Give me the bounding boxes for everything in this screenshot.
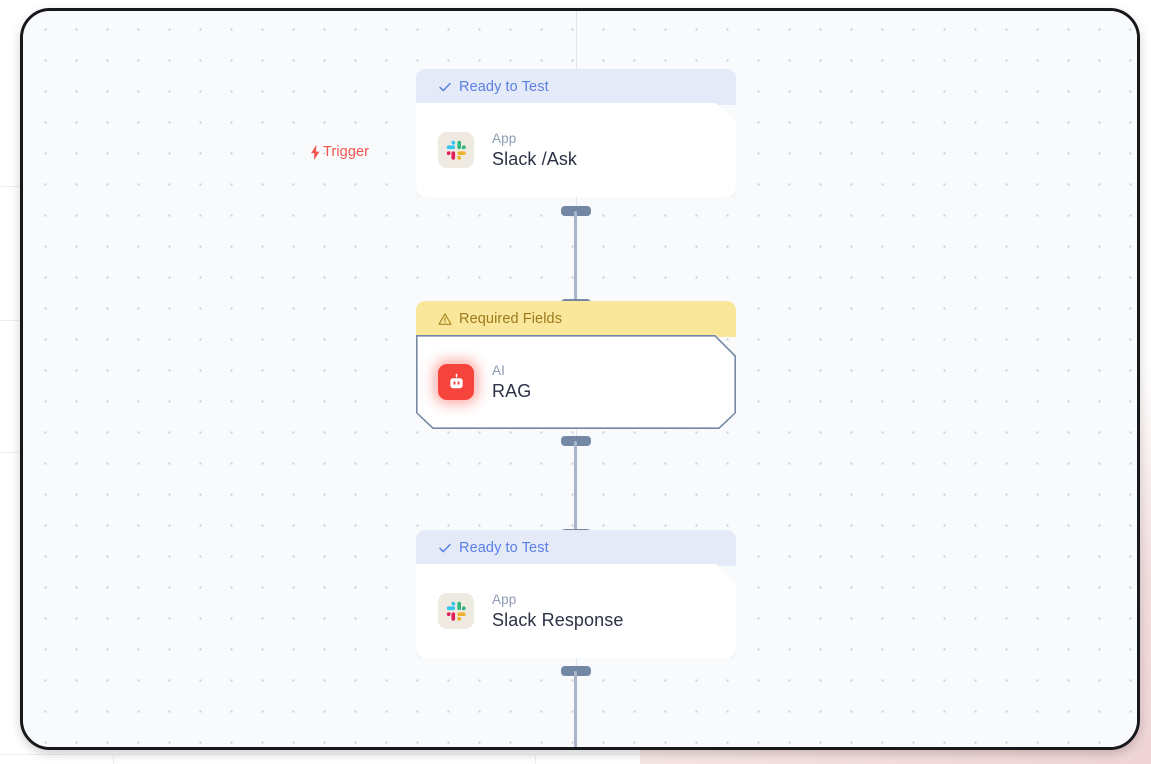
node-status-label: Required Fields bbox=[459, 311, 563, 327]
backdrop-rule bbox=[0, 754, 1151, 755]
check-icon bbox=[438, 80, 452, 94]
backdrop-rule bbox=[0, 452, 22, 453]
node-status-label: Ready to Test bbox=[459, 79, 549, 95]
node-text: AI RAG bbox=[492, 363, 531, 402]
node-text: App Slack Response bbox=[492, 592, 623, 631]
node-title-label: RAG bbox=[492, 380, 532, 401]
edge-slack-ask-to-rag[interactable] bbox=[574, 211, 577, 305]
workflow-node-slack-ask[interactable]: Ready to Test App Slack /Ask bbox=[416, 69, 736, 197]
check-icon bbox=[438, 541, 452, 555]
node-title-label: Slack /Ask bbox=[492, 148, 578, 169]
workflow-node-slack-response[interactable]: Ready to Test App Slack Response bbox=[416, 530, 736, 658]
workflow-canvas-frame: Trigger Ready to Test bbox=[20, 8, 1140, 750]
node-card[interactable]: App Slack /Ask bbox=[416, 103, 736, 197]
edge-rag-to-slack-response[interactable] bbox=[574, 441, 577, 535]
lightning-bolt-icon bbox=[310, 144, 321, 160]
slack-icon bbox=[438, 593, 474, 629]
backdrop-vrule bbox=[535, 754, 536, 764]
backdrop-vrule bbox=[113, 754, 114, 764]
node-kind-label: App bbox=[492, 591, 517, 607]
node-title-label: Slack Response bbox=[492, 609, 624, 630]
trigger-label-text: Trigger bbox=[323, 144, 370, 160]
node-status-badge: Ready to Test bbox=[416, 69, 736, 105]
slack-icon bbox=[438, 132, 474, 168]
node-status-badge: Ready to Test bbox=[416, 530, 736, 566]
node-text: App Slack /Ask bbox=[492, 131, 577, 170]
robot-icon bbox=[438, 364, 474, 400]
backdrop-rule bbox=[0, 320, 22, 321]
warning-triangle-icon bbox=[438, 312, 452, 326]
node-kind-label: App bbox=[492, 130, 517, 146]
node-status-label: Ready to Test bbox=[459, 540, 549, 556]
node-card[interactable]: AI RAG bbox=[416, 335, 736, 429]
workflow-canvas[interactable]: Trigger Ready to Test bbox=[23, 11, 1137, 747]
edge-slack-response-out[interactable] bbox=[574, 671, 577, 747]
trigger-label: Trigger bbox=[310, 144, 369, 160]
workflow-node-rag[interactable]: Required Fields AI RAG bbox=[416, 301, 736, 429]
node-kind-label: AI bbox=[492, 362, 506, 378]
node-card[interactable]: App Slack Response bbox=[416, 564, 736, 658]
backdrop-rule bbox=[0, 186, 22, 187]
node-status-badge: Required Fields bbox=[416, 301, 736, 337]
